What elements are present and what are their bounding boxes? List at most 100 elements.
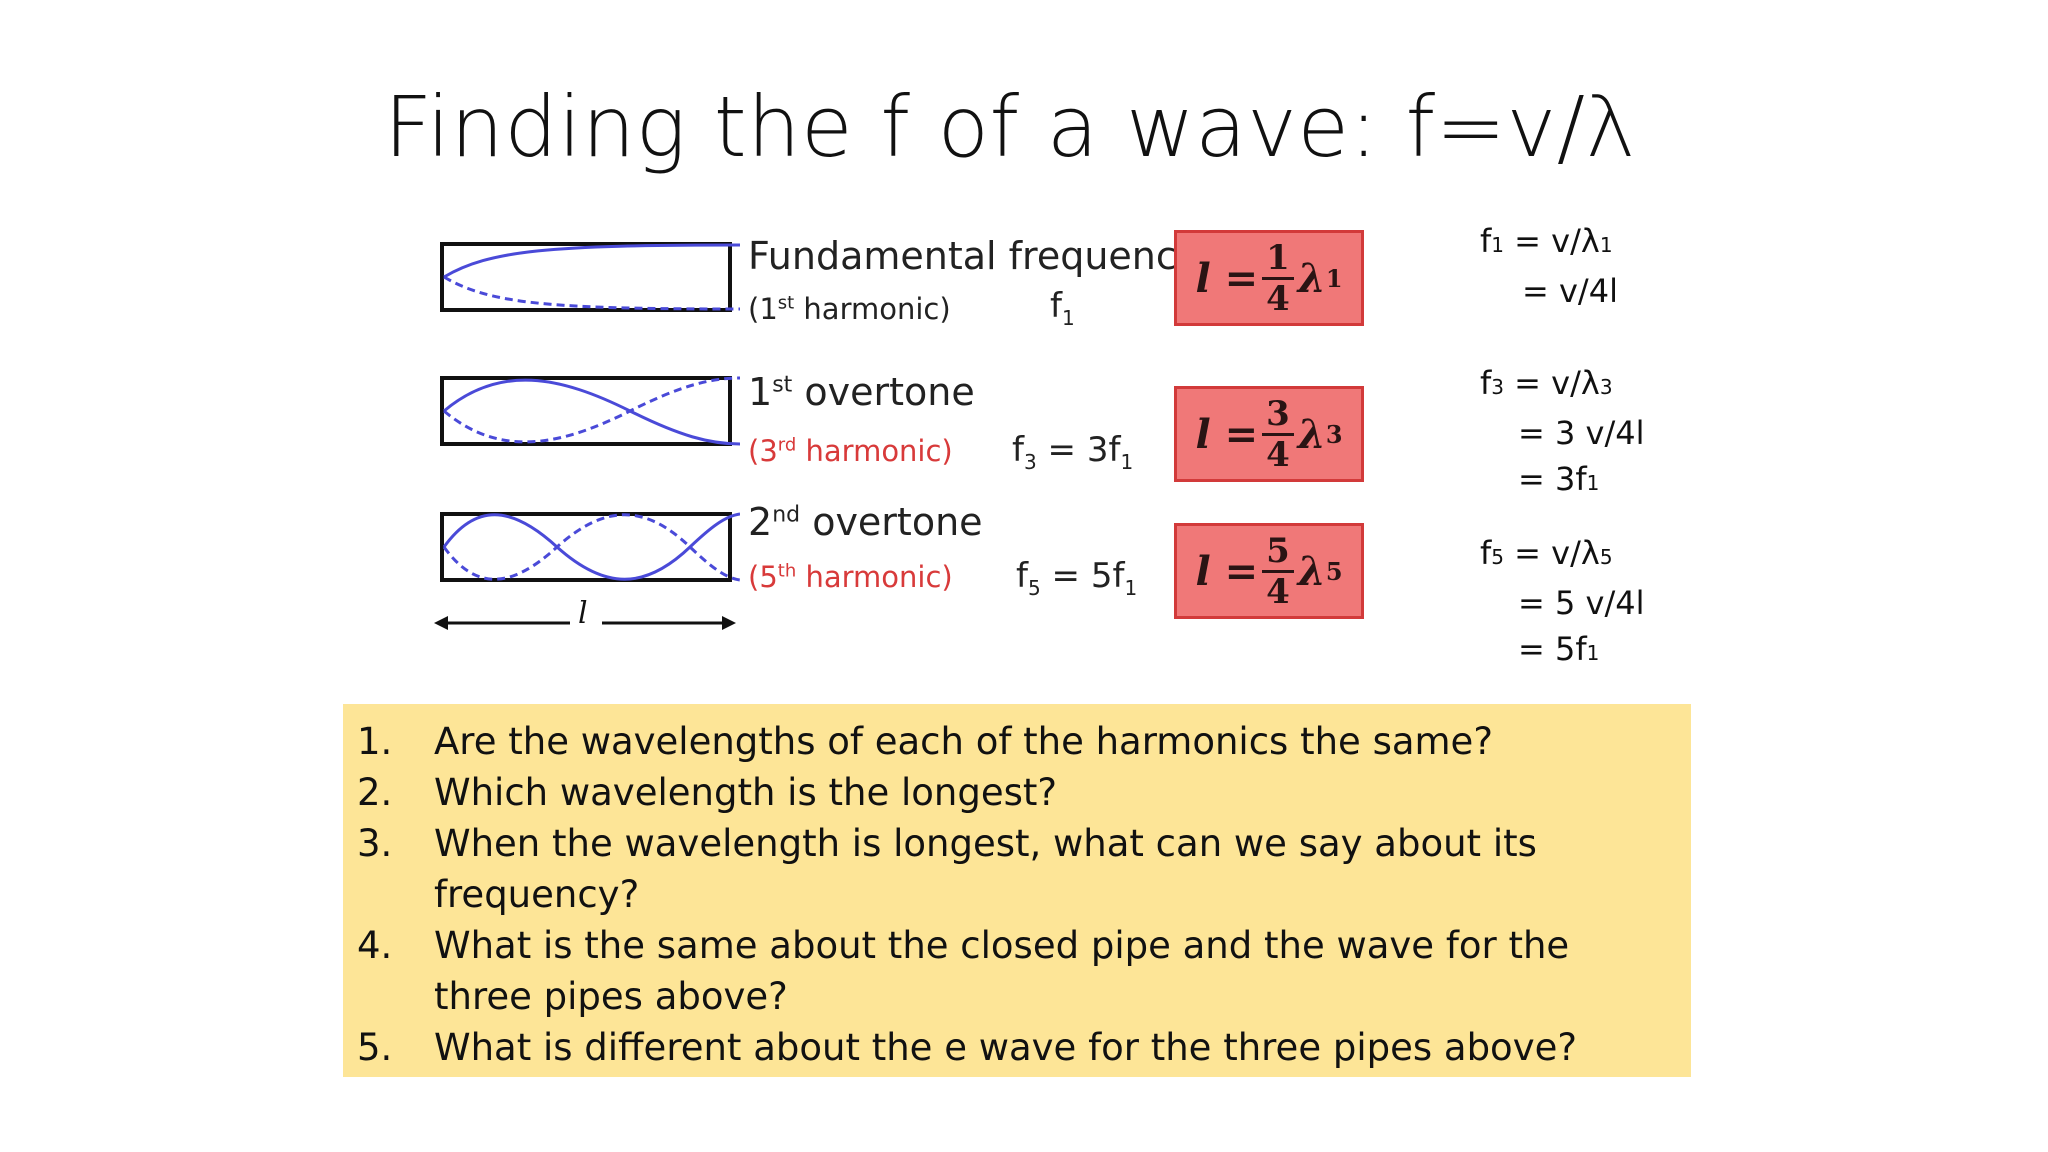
side-line-2: = 5 v/4l [1518, 584, 1645, 622]
side-lambda-sub: 5 [1599, 545, 1613, 569]
fraction-numerator: 3 [1262, 397, 1294, 436]
harmonic-word: harmonic) [794, 292, 951, 326]
question-number: 2. [357, 771, 393, 814]
question-item: 3. When the wavelength is longest, what … [357, 818, 1677, 920]
harmonic-number: (3 [748, 434, 778, 468]
pipe-outline [440, 242, 732, 312]
harmonics-diagram: Fundamental frequency (1st harmonic) f1 … [430, 220, 1370, 660]
question-text: What is different about the e wave for t… [434, 1026, 1577, 1069]
overtone-number: 1 [748, 370, 773, 414]
harmonic-number: (5 [748, 560, 778, 594]
freq-rhs: = 5f [1040, 556, 1125, 596]
freq-subscript: 3 [1023, 449, 1037, 474]
wave-solid [442, 512, 740, 581]
row-name: 1st overtone [748, 370, 975, 414]
wave-solid [443, 243, 740, 279]
harmonic-word: harmonic) [796, 560, 953, 594]
equation-lhs: l = [1195, 254, 1259, 302]
side-line-2: = 3 v/4l [1518, 414, 1645, 452]
pipe-second-overtone [434, 512, 740, 630]
lambda-symbol: λ [1297, 254, 1326, 302]
side-f-sub: 3 [1491, 375, 1504, 399]
side-v-lambda: = v/λ [1504, 364, 1600, 402]
pipe-first-overtone [440, 376, 740, 446]
harmonic-number: (1 [748, 292, 778, 326]
side-line-3: = 5f1 [1480, 626, 1644, 676]
frequency-expression: f3 = 3f1 [1012, 430, 1133, 474]
side-f: f [1480, 364, 1492, 402]
side-f: f [1480, 222, 1492, 260]
question-item: 4. What is the same about the closed pip… [357, 920, 1677, 1022]
length-arrow-left-head [434, 616, 448, 630]
question-number: 3. [357, 822, 393, 865]
freq-rhs-subscript: 1 [1120, 449, 1134, 474]
row-harmonic: (1st harmonic) [748, 292, 951, 326]
overtone-word: overtone [792, 370, 975, 414]
pipe-outline [440, 512, 732, 582]
equation-fraction: 5 4 [1262, 534, 1294, 609]
lambda-subscript: 3 [1325, 419, 1343, 449]
overtone-word: overtone [800, 500, 983, 544]
side-line-1: f3 = v/λ3 [1480, 360, 1644, 410]
lambda-subscript: 1 [1325, 263, 1343, 293]
question-item: 5. What is different about the e wave fo… [357, 1022, 1677, 1073]
side-f: f [1480, 534, 1492, 572]
question-text: Are the wavelengths of each of the harmo… [434, 720, 1493, 763]
question-number: 1. [357, 720, 393, 763]
question-item: 1. Are the wavelengths of each of the ha… [357, 716, 1677, 767]
side-result: = 3f [1518, 460, 1587, 498]
lambda-symbol: λ [1297, 547, 1326, 595]
row-name: Fundamental frequency [748, 234, 1199, 278]
freq-symbol: f [1016, 556, 1028, 596]
side-line-1: f1 = v/λ1 [1480, 218, 1618, 268]
side-lambda-sub: 1 [1599, 233, 1613, 257]
overtone-suffix: st [772, 372, 793, 398]
lambda-symbol: λ [1297, 410, 1326, 458]
wave-solid [443, 378, 740, 446]
row-name: 2nd overtone [748, 500, 983, 544]
fraction-denominator: 4 [1266, 278, 1290, 319]
overtone-number: 2 [748, 500, 773, 544]
side-result-sub: 1 [1586, 471, 1600, 495]
slide-title: Finding the f of a wave: f=v/λ [384, 78, 1636, 176]
harmonic-suffix: st [777, 292, 795, 314]
harmonic-suffix: rd [777, 434, 797, 456]
side-v-lambda: = v/λ [1504, 222, 1600, 260]
question-text: Which wavelength is the longest? [434, 771, 1058, 814]
fraction-numerator: 5 [1262, 534, 1294, 573]
equation-lhs: l = [1195, 410, 1259, 458]
harmonic-word: harmonic) [796, 434, 953, 468]
row-name-text: Fundamental frequency [748, 234, 1200, 278]
side-line-3: = 3f1 [1480, 456, 1644, 506]
equation-fraction: 1 4 [1262, 241, 1294, 316]
side-line-2: = v/4l [1522, 272, 1618, 310]
question-item: 2. Which wavelength is the longest? [357, 767, 1677, 818]
side-result-sub: 1 [1586, 641, 1600, 665]
freq-rhs: = 3f [1036, 430, 1121, 470]
length-label: l [578, 596, 588, 631]
row-harmonic: (3rd harmonic) [748, 434, 953, 468]
harmonic-suffix: th [777, 560, 797, 582]
fraction-denominator: 4 [1266, 434, 1290, 475]
fraction-denominator: 4 [1266, 571, 1290, 612]
wave-dashed [443, 275, 740, 311]
frequency-expression: f5 = 5f1 [1016, 556, 1137, 600]
row-second-overtone: l 2nd overtone (5th harmonic) f5 = 5f1 l… [430, 500, 1370, 631]
freq-subscript: 1 [1061, 305, 1075, 330]
side-lambda-sub: 3 [1599, 375, 1613, 399]
frequency-expression: f1 [1050, 286, 1075, 330]
pipe-outline [440, 376, 732, 446]
wave-dashed [442, 513, 740, 582]
question-number: 4. [357, 924, 393, 967]
length-arrow-right-head [722, 616, 736, 630]
pipe-fundamental [440, 242, 740, 312]
freq-symbol: f [1050, 286, 1062, 326]
lambda-subscript: 5 [1325, 556, 1343, 586]
row-fundamental: Fundamental frequency (1st harmonic) f 1 … [430, 220, 1370, 340]
side-line-1: f5 = v/λ5 [1480, 530, 1644, 580]
question-text: What is the same about the closed pipe a… [434, 924, 1570, 1018]
row-harmonic: (5th harmonic) [748, 560, 953, 594]
